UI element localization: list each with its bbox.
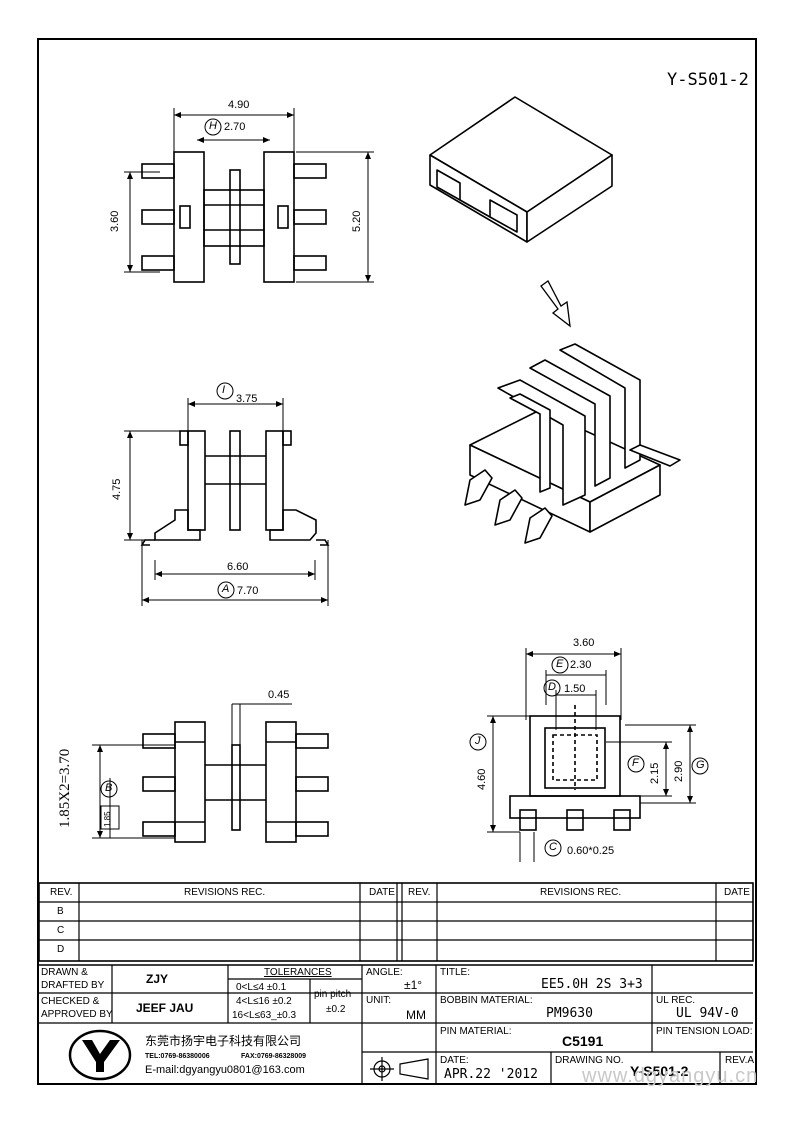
dim-h-label: H bbox=[209, 120, 217, 132]
drawing-no-value: Y-S501-2 bbox=[630, 1063, 689, 1079]
date-label: DATE: bbox=[440, 1055, 469, 1066]
drawn-label-1: DRAWN & bbox=[41, 967, 88, 978]
pin-material-label: PIN MATERIAL: bbox=[440, 1026, 512, 1037]
watermark: www.dgyangyu.cn bbox=[582, 1065, 759, 1087]
pin-tension-label: PIN TENSION LOAD: bbox=[656, 1026, 753, 1037]
angle-label: ANGLE: bbox=[366, 967, 403, 978]
unit-label: UNIT: bbox=[366, 995, 391, 1006]
rev-label: REV.A bbox=[725, 1055, 755, 1066]
dim-e-value: 2.30 bbox=[570, 659, 592, 671]
bobbin-value: PM9630 bbox=[546, 1006, 593, 1021]
checked-label-2: APPROVED BY bbox=[41, 1009, 113, 1020]
dim-i-label: I bbox=[222, 384, 226, 396]
drawing-sheet-border bbox=[37, 38, 757, 1085]
date-value: APR.22 '2012 bbox=[444, 1067, 538, 1082]
pin-pitch-value: ±0.2 bbox=[326, 1004, 346, 1015]
company-tel: TEL:0769-86380006 bbox=[145, 1053, 210, 1060]
drawn-value: ZJY bbox=[146, 972, 169, 986]
drawn-label-2: DRAFTED BY bbox=[41, 980, 105, 991]
company-name: 东莞市扬宇电子科技有限公司 bbox=[145, 1034, 302, 1048]
dim-b-label: B bbox=[105, 782, 113, 794]
tolerances-header: TOLERANCES bbox=[264, 967, 332, 978]
company-email: E-mail:dgyangyu0801@163.com bbox=[145, 1064, 305, 1076]
ul-value: UL 94V-0 bbox=[676, 1006, 739, 1021]
title-label: TITLE: bbox=[440, 967, 471, 978]
dim-a-label: A bbox=[222, 583, 230, 595]
tolerance-row-1: 0<L≤4 ±0.1 bbox=[236, 982, 287, 993]
company-fax: FAX:0769-86328009 bbox=[241, 1053, 306, 1060]
checked-label-1: CHECKED & bbox=[41, 996, 100, 1007]
rev-header-right: REV. bbox=[408, 887, 431, 898]
dim-pin-width: 0.45 bbox=[268, 689, 290, 701]
dim-inner-width: 6.60 bbox=[227, 561, 249, 573]
dim-f-label: F bbox=[632, 757, 639, 769]
title-value: EE5.0H 2S 3+3 bbox=[541, 977, 643, 992]
checked-value: JEEF JAU bbox=[136, 1001, 194, 1015]
dim-end-width: 3.60 bbox=[573, 637, 595, 649]
date-header-right: DATE bbox=[724, 887, 750, 898]
drawing-no-label: DRAWING NO. bbox=[555, 1055, 624, 1066]
pin-pitch-label: pin pitch bbox=[314, 989, 352, 1000]
pin-material-value: C5191 bbox=[562, 1033, 604, 1049]
dim-a-value: 7.70 bbox=[237, 585, 259, 597]
dim-h-value: 2.70 bbox=[224, 121, 246, 133]
dim-g-label: G bbox=[696, 759, 705, 771]
rev-row-d: D bbox=[57, 944, 65, 955]
rev-header-left: REV. bbox=[50, 887, 73, 898]
dim-c-value: 0.60*0.25 bbox=[567, 845, 615, 857]
rev-row-b: B bbox=[57, 906, 64, 917]
dim-j-label: J bbox=[475, 735, 481, 747]
doc-code: Y-S501-2 bbox=[667, 70, 749, 90]
dim-i-value: 3.75 bbox=[236, 393, 258, 405]
date-header-left: DATE bbox=[369, 887, 395, 898]
unit-value: MM bbox=[406, 1008, 426, 1022]
rec-header-right: REVISIONS REC. bbox=[540, 887, 622, 898]
rev-row-c: C bbox=[57, 925, 65, 936]
bobbin-label: BOBBIN MATERIAL: bbox=[440, 995, 533, 1006]
ul-label: UL REC. bbox=[656, 995, 696, 1006]
dim-d-label: D bbox=[548, 681, 556, 693]
dim-top-width: 4.90 bbox=[228, 99, 250, 111]
tolerance-row-3: 16<L≤63_±0.3 bbox=[232, 1010, 297, 1021]
tolerance-row-2: 4<L≤16 ±0.2 bbox=[236, 996, 292, 1007]
dim-c-label: C bbox=[549, 841, 557, 853]
dim-e-label: E bbox=[556, 658, 564, 670]
angle-value: ±1° bbox=[404, 978, 423, 992]
rec-header-left: REVISIONS REC. bbox=[184, 887, 266, 898]
dim-d-value: 1.50 bbox=[564, 683, 586, 695]
